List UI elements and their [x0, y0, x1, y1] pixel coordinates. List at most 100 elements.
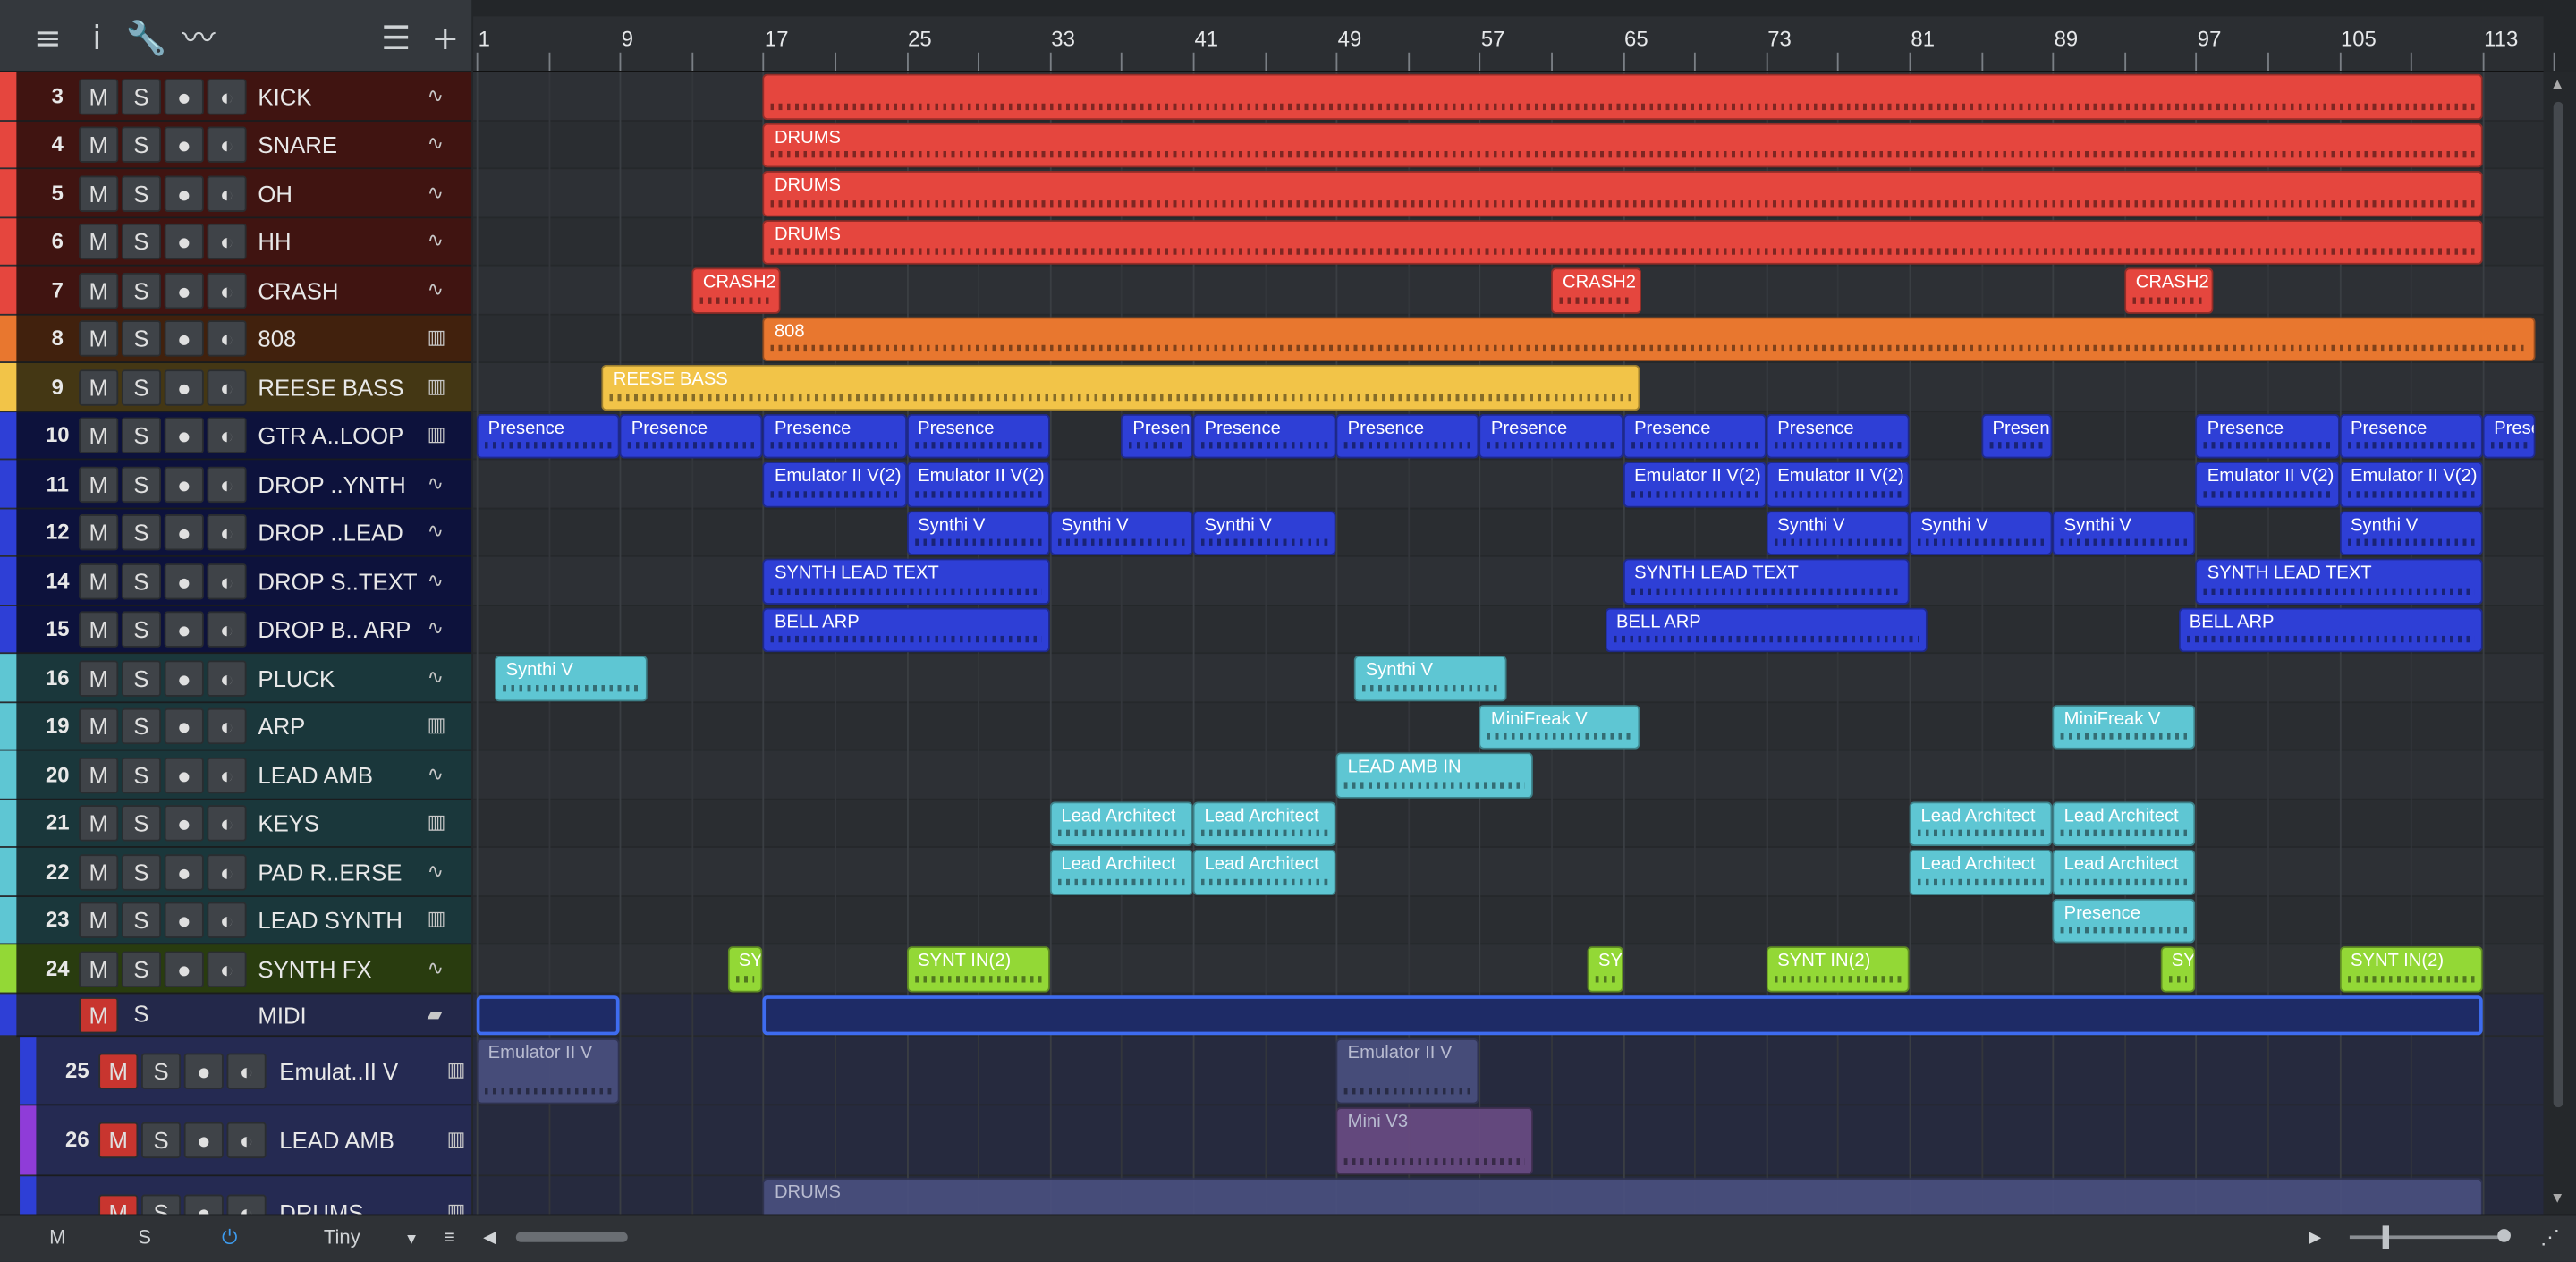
mute-button[interactable]: M: [79, 660, 119, 697]
clip[interactable]: Synthi V: [1766, 510, 1910, 555]
clip[interactable]: Presence: [2195, 413, 2340, 459]
clip[interactable]: Synthi V: [2052, 510, 2196, 555]
clip[interactable]: DRUMS: [763, 122, 2483, 168]
track-size-select[interactable]: Tiny: [323, 1225, 360, 1249]
clip[interactable]: Synthi V: [906, 510, 1050, 555]
clip[interactable]: DRUMS: [763, 219, 2483, 265]
vertical-scroll-thumb[interactable]: [2553, 101, 2563, 1108]
clip[interactable]: Synthi V: [2339, 510, 2483, 555]
solo-button[interactable]: S: [121, 368, 162, 406]
clip[interactable]: Synthi V: [494, 655, 647, 701]
record-button[interactable]: ●: [164, 466, 204, 503]
clip[interactable]: Emulator II V: [476, 1038, 620, 1104]
clip[interactable]: SYNTH LEAD TEXT: [1623, 558, 1910, 605]
clip[interactable]: Synthi V: [1353, 655, 1507, 701]
solo-button[interactable]: S: [140, 1052, 182, 1089]
clip[interactable]: SYNTH LEAD TEXT: [2195, 558, 2483, 605]
monitor-button[interactable]: ◐: [207, 224, 247, 260]
clip[interactable]: CRASH2: [1551, 267, 1641, 313]
clip[interactable]: Emulator II V(2): [1766, 462, 1910, 507]
clip[interactable]: Presence: [2339, 413, 2483, 459]
clip[interactable]: BELL ARP: [1605, 606, 1928, 653]
clip[interactable]: Presen: [1980, 413, 2053, 459]
record-button[interactable]: ●: [164, 320, 204, 358]
clip[interactable]: Synthi V: [1049, 510, 1193, 555]
mute-button[interactable]: M: [79, 126, 119, 164]
horizontal-scroll-thumb[interactable]: [515, 1232, 628, 1242]
monitor-button[interactable]: ◐: [207, 757, 247, 793]
mute-button[interactable]: M: [79, 368, 119, 406]
monitor-button[interactable]: ◐: [207, 272, 247, 309]
zoom-max-handle[interactable]: [2497, 1229, 2511, 1242]
automation-icon[interactable]: 〰: [182, 18, 216, 58]
clip[interactable]: [763, 73, 2483, 120]
monitor-button[interactable]: ◐: [207, 611, 247, 648]
solo-button[interactable]: S: [121, 514, 162, 551]
track-lane[interactable]: [473, 508, 2544, 557]
clip[interactable]: Emulator II V(2): [1623, 462, 1767, 507]
clip[interactable]: SYNT IN(2): [2339, 946, 2483, 992]
solo-button[interactable]: S: [121, 757, 162, 793]
solo-button[interactable]: S: [121, 951, 162, 987]
solo-button[interactable]: S: [121, 805, 162, 843]
monitor-button[interactable]: ◐: [226, 1052, 267, 1089]
mute-button[interactable]: M: [79, 272, 119, 309]
mute-button[interactable]: M: [79, 175, 119, 212]
solo-button[interactable]: S: [121, 611, 162, 648]
monitor-button[interactable]: ◐: [226, 1122, 267, 1159]
clip[interactable]: CRASH2: [2123, 267, 2214, 313]
mute-button[interactable]: M: [79, 418, 119, 454]
monitor-button[interactable]: ◐: [207, 175, 247, 212]
clip[interactable]: Lead Architect: [1192, 800, 1336, 847]
clip[interactable]: SY: [2159, 946, 2196, 992]
clip[interactable]: BELL ARP: [2177, 606, 2483, 653]
mute-button[interactable]: M: [98, 1052, 139, 1089]
clip[interactable]: Presence: [476, 413, 620, 459]
mute-button[interactable]: M: [79, 514, 119, 551]
record-button[interactable]: ●: [164, 78, 204, 115]
solo-button[interactable]: S: [121, 78, 162, 115]
clip[interactable]: SYNT IN(2): [1766, 946, 1910, 992]
info-icon[interactable]: ⅰ: [92, 18, 102, 58]
record-button[interactable]: ●: [164, 368, 204, 406]
clip[interactable]: [763, 995, 2483, 1035]
clip[interactable]: Presence: [1479, 413, 1623, 459]
clip[interactable]: Presence: [2052, 897, 2196, 944]
clip[interactable]: SYNT IN(2): [906, 946, 1050, 992]
track-lane[interactable]: [473, 944, 2544, 994]
mute-button[interactable]: M: [79, 466, 119, 503]
vertical-scrollbar[interactable]: ▲ ▼: [2543, 72, 2576, 1215]
record-button[interactable]: ●: [164, 224, 204, 260]
wrench-icon[interactable]: 🔧: [125, 18, 167, 58]
monitor-button[interactable]: ◐: [207, 660, 247, 697]
solo-button[interactable]: S: [133, 999, 149, 1027]
mute-button[interactable]: M: [79, 224, 119, 260]
record-button[interactable]: ●: [183, 1052, 224, 1089]
options-icon[interactable]: ≡: [443, 1225, 455, 1249]
solo-button[interactable]: S: [121, 224, 162, 260]
solo-button[interactable]: S: [121, 418, 162, 454]
clip[interactable]: [476, 995, 620, 1035]
chevron-down-icon[interactable]: ▼: [403, 1230, 419, 1248]
track-lane[interactable]: [473, 896, 2544, 945]
scroll-right-icon[interactable]: ▶: [2308, 1229, 2322, 1248]
clip[interactable]: Synthi V: [1192, 510, 1336, 555]
solo-button[interactable]: S: [121, 563, 162, 600]
clip[interactable]: Presence: [1335, 413, 1479, 459]
monitor-button[interactable]: ◐: [207, 320, 247, 358]
clip[interactable]: Presen: [1121, 413, 1193, 459]
power-icon[interactable]: ⏻: [221, 1225, 238, 1249]
clip[interactable]: Presence: [1766, 413, 1910, 459]
